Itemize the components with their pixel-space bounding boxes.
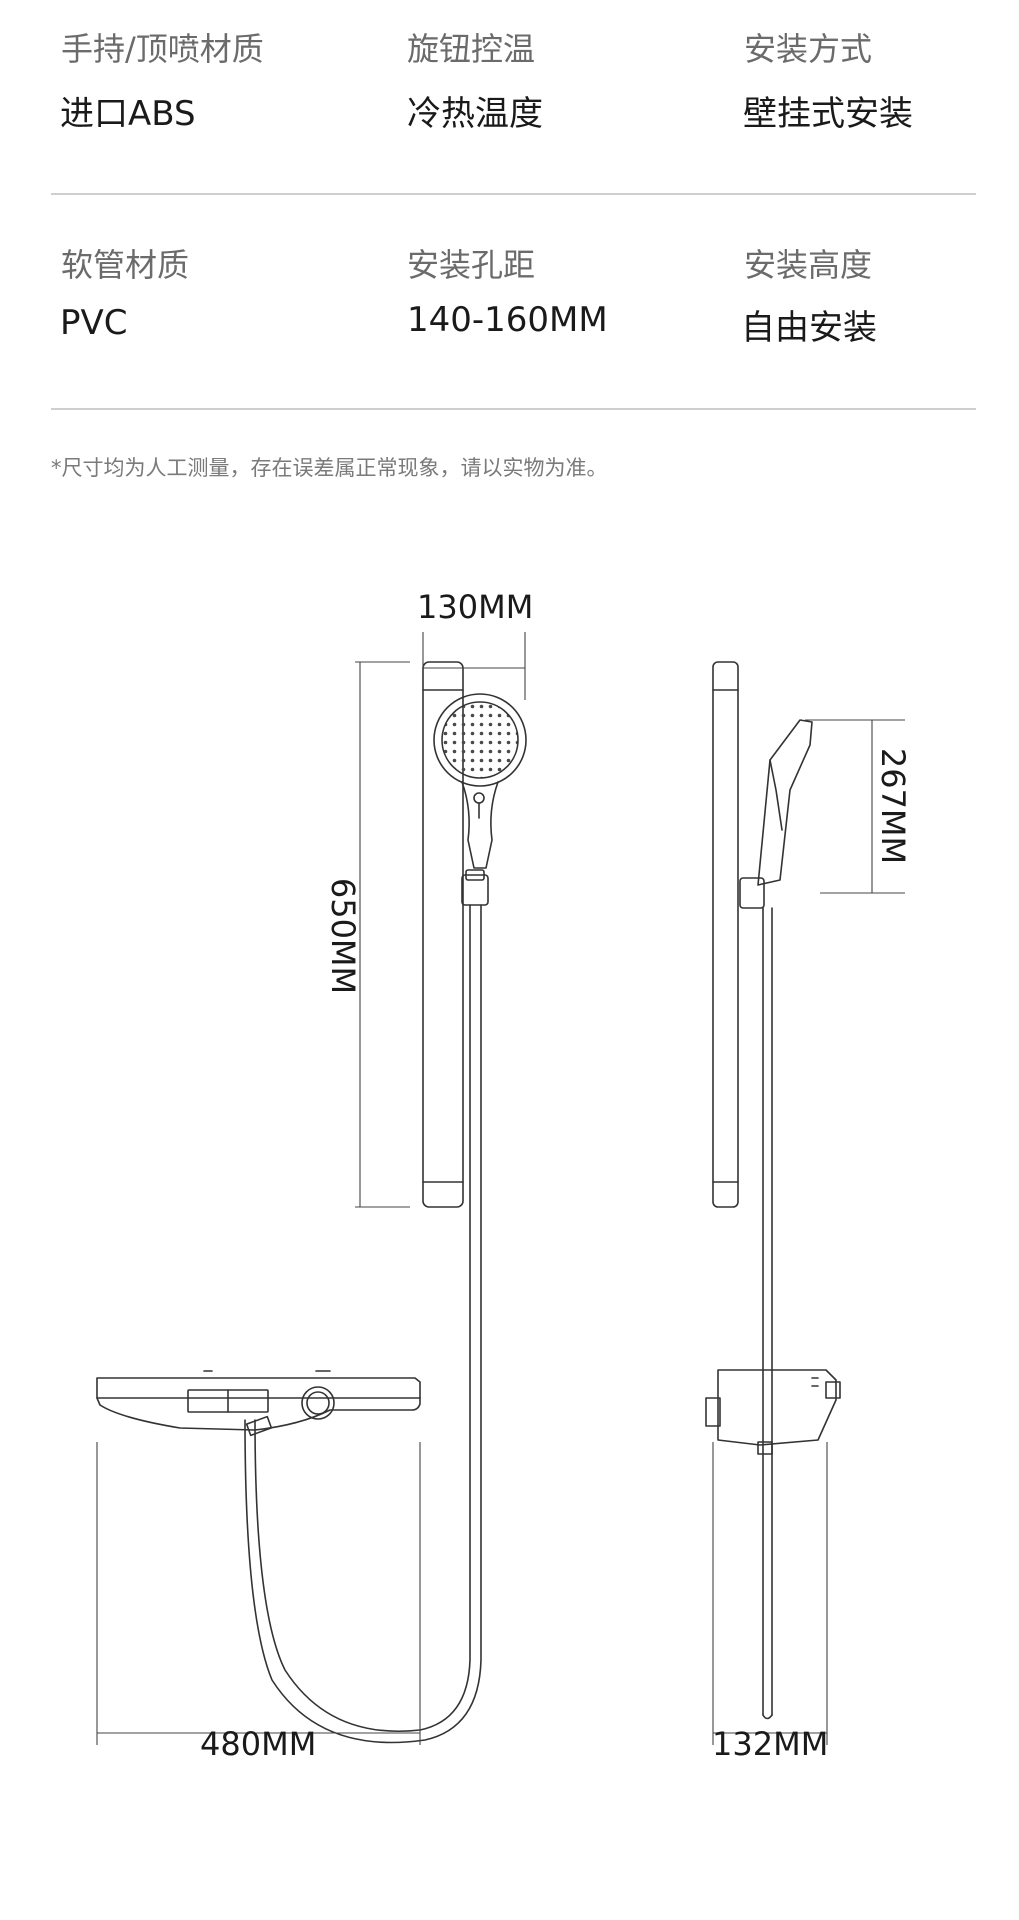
front-shower-head [433,693,527,869]
front-slide-bar [422,661,464,1208]
spec-value-hose-material: PVC [60,303,128,343]
spec-label-material: 手持/顶喷材质 [61,30,264,68]
spec-label-hole-distance: 安装孔距 [407,246,536,284]
side-thermostat-shelf [705,1369,841,1455]
measurement-note: *尺寸均为人工测量，存在误差属正常现象，请以实物为准。 [51,456,608,480]
spec-label-hose-material: 软管材质 [61,246,190,284]
spec-label-install-method: 安装方式 [744,30,873,68]
spec-label-temp-control: 旋钮控温 [407,30,536,68]
spec-label-install-height: 安装高度 [744,246,873,284]
dim-label-handset-length: 267MM [874,747,913,865]
dim-label-shelf-depth: 132MM [712,1725,829,1763]
spec-value-temp-control: 冷热温度 [407,94,543,134]
front-view [96,661,527,1744]
side-slide-bar [712,661,739,1208]
front-hose [254,904,471,1732]
divider-1 [51,193,976,195]
dim-label-bar-height: 650MM [324,877,363,995]
dim-label-shelf-width: 480MM [200,1725,317,1763]
front-thermostat-shelf [96,1370,421,1437]
spec-value-install-method: 壁挂式安装 [743,94,913,134]
spec-value-material: 进口ABS [60,94,196,134]
side-handset [757,719,813,886]
side-holder [739,877,765,909]
divider-2 [51,408,976,410]
spec-value-install-height: 自由安装 [741,308,877,348]
front-holder [461,869,489,906]
spec-value-hole-distance: 140-160MM [407,300,608,340]
side-view [705,661,841,1720]
dim-label-head-width: 130MM [417,588,534,626]
